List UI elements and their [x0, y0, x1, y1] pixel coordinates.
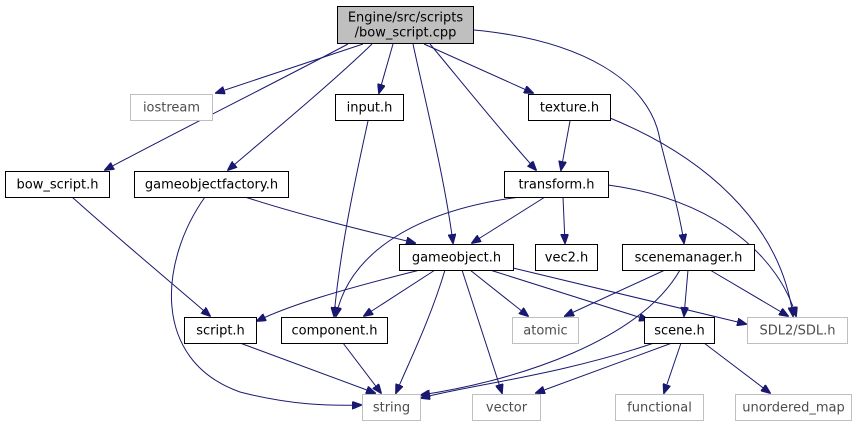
- edge-transform-h-to-sdl-h: [607, 184, 796, 316]
- node-box-gameobject-h: [399, 244, 514, 271]
- node-script-h[interactable]: script.h: [184, 317, 257, 344]
- edge-scenemanager-h-to-atomic: [565, 269, 666, 316]
- edge-scenemanager-h-to-sdl-h: [709, 269, 788, 316]
- node-sdl-h: SDL2/SDL.h: [747, 317, 848, 344]
- node-box-unordered-map: [735, 394, 852, 421]
- edge-gameobjectfactory-h-to-gameobject-h: [244, 196, 415, 243]
- nodes-layer: Engine/src/scripts/bow_script.cppiostrea…: [5, 6, 852, 421]
- node-atomic: atomic: [512, 317, 579, 344]
- node-box-string: [362, 394, 421, 421]
- node-label-vector: vector: [486, 401, 528, 416]
- edge-root-to-bow-script-h: [105, 43, 349, 170]
- node-label-functional: functional: [627, 401, 692, 416]
- node-box-input-h: [335, 94, 404, 121]
- edge-scenemanager-h-to-string: [421, 269, 681, 395]
- node-box-gameobjectfactory-h: [134, 171, 289, 198]
- node-transform-h[interactable]: transform.h: [504, 171, 609, 198]
- node-label-scenemanager-h: scenemanager.h: [635, 251, 743, 266]
- node-component-h[interactable]: component.h: [281, 317, 388, 344]
- node-box-functional: [615, 394, 704, 421]
- edge-scenemanager-h-to-scene-h: [684, 269, 688, 316]
- edge-input-h-to-component-h: [334, 120, 369, 316]
- edge-scene-h-to-unordered-map: [703, 342, 770, 393]
- node-label-component-h: component.h: [292, 324, 378, 339]
- edge-bow-script-h-to-script-h: [71, 196, 210, 316]
- node-box-vec2-h: [535, 244, 598, 271]
- node-scenemanager-h[interactable]: scenemanager.h: [622, 244, 755, 271]
- edge-transform-h-to-component-h: [336, 196, 521, 316]
- node-unordered-map: unordered_map: [735, 394, 852, 421]
- edge-component-h-to-string: [342, 342, 381, 393]
- node-functional: functional: [615, 394, 704, 421]
- edge-transform-h-to-vec2-h: [563, 196, 565, 243]
- node-label-unordered-map: unordered_map: [742, 401, 845, 416]
- node-label-script-h: script.h: [196, 324, 245, 339]
- edge-root-to-gameobjectfactory-h: [228, 43, 373, 170]
- node-label-scene-h: scene.h: [654, 324, 705, 339]
- node-vector: vector: [472, 394, 541, 421]
- edge-root-to-transform-h: [429, 43, 536, 170]
- edge-gameobject-h-to-component-h: [364, 269, 436, 316]
- edge-script-h-to-string: [239, 342, 375, 393]
- node-box-transform-h: [504, 171, 609, 198]
- node-vec2-h[interactable]: vec2.h: [535, 244, 598, 271]
- edge-root-to-texture-h: [423, 43, 533, 93]
- node-label-gameobject-h: gameobject.h: [412, 251, 501, 266]
- edge-scene-h-to-string: [421, 342, 655, 398]
- edge-texture-h-to-transform-h: [561, 120, 571, 170]
- node-gameobjectfactory-h[interactable]: gameobjectfactory.h: [134, 171, 289, 198]
- edge-gameobject-h-to-atomic: [469, 269, 528, 316]
- node-label-bow-script-h: bow_script.h: [17, 178, 99, 193]
- edge-root-to-input-h: [379, 43, 394, 93]
- node-input-h[interactable]: input.h: [335, 94, 404, 121]
- edge-root-to-gameobject-h: [412, 43, 453, 243]
- node-box-atomic: [512, 317, 579, 344]
- node-label-root: Engine/src/scripts: [348, 11, 464, 26]
- node-box-texture-h: [528, 94, 611, 121]
- edge-texture-h-to-sdl-h: [609, 117, 793, 316]
- node-root[interactable]: Engine/src/scripts/bow_script.cpp: [337, 6, 474, 44]
- node-scene-h[interactable]: scene.h: [644, 317, 715, 344]
- edge-gameobjectfactory-h-to-string: [170, 196, 361, 405]
- edge-root-to-scenemanager-h: [473, 29, 684, 243]
- node-box-sdl-h: [747, 317, 848, 344]
- node-string: string: [362, 394, 421, 421]
- node-box-root: [337, 6, 474, 44]
- edge-root-to-iostream: [216, 43, 364, 93]
- node-box-bow-script-h: [5, 171, 110, 198]
- node-box-scene-h: [644, 317, 715, 344]
- edge-gameobject-h-to-sdl-h: [512, 267, 746, 324]
- edges-layer: [71, 29, 796, 405]
- node-box-scenemanager-h: [622, 244, 755, 271]
- node-label-vec2-h: vec2.h: [545, 251, 588, 266]
- node-iostream: iostream: [130, 94, 213, 121]
- node-box-iostream: [130, 94, 213, 121]
- node-label-input-h: input.h: [347, 101, 393, 116]
- node-label-gameobjectfactory-h: gameobjectfactory.h: [145, 178, 278, 193]
- node-box-script-h: [184, 317, 257, 344]
- edge-transform-h-to-gameobject-h: [472, 196, 546, 243]
- edge-gameobject-h-to-script-h: [257, 269, 421, 321]
- node-label-transform-h: transform.h: [518, 178, 594, 193]
- edge-scene-h-to-functional: [664, 342, 682, 393]
- edge-gameobject-h-to-vector: [461, 269, 502, 393]
- node-label-string: string: [373, 401, 410, 416]
- node-label-texture-h: texture.h: [540, 101, 599, 116]
- node-bow-script-h[interactable]: bow_script.h: [5, 171, 110, 198]
- node-label-atomic: atomic: [523, 324, 567, 339]
- node-label-sdl-h: SDL2/SDL.h: [759, 324, 835, 339]
- node-gameobject-h[interactable]: gameobject.h: [399, 244, 514, 271]
- node-label-root: /bow_script.cpp: [355, 26, 457, 41]
- edge-gameobject-h-to-string: [396, 269, 446, 393]
- edge-gameobject-h-to-scene-h: [489, 269, 648, 320]
- node-label-iostream: iostream: [143, 101, 200, 116]
- node-texture-h[interactable]: texture.h: [528, 94, 611, 121]
- node-box-vector: [472, 394, 541, 421]
- edge-scene-h-to-vector: [536, 342, 673, 393]
- node-box-component-h: [281, 317, 388, 344]
